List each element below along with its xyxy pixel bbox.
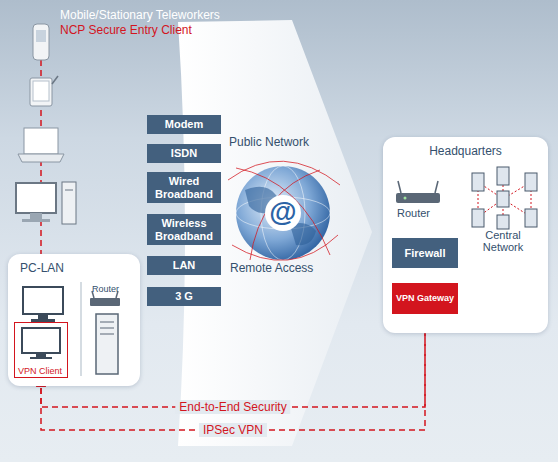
node-text: PC-LAN xyxy=(20,261,128,275)
node-text: Modem xyxy=(150,118,218,131)
pda-icon xyxy=(30,76,58,106)
phone-icon xyxy=(33,24,49,60)
node-text: ISDN xyxy=(150,147,218,160)
node-text: Wired Broadband xyxy=(150,175,218,200)
laptop-icon xyxy=(18,128,64,162)
firewall-box: Firewall xyxy=(392,238,458,268)
product-name: NCP Secure Entry Client xyxy=(60,23,192,37)
pc-icon xyxy=(23,287,63,322)
node-text: 3 G xyxy=(150,290,218,303)
node-text: VPN Gateway xyxy=(395,293,455,303)
access-box: 3 G xyxy=(147,287,221,306)
connector-label: IPSec VPN xyxy=(199,423,267,437)
node-text: Wireless Broadband xyxy=(150,217,218,242)
connector-label: End-to-End Security xyxy=(175,400,290,414)
headquarters-panel: HeadquartersFirewallVPN Gateway xyxy=(383,137,548,333)
access-box: ISDN xyxy=(147,144,221,163)
node-text: Firewall xyxy=(395,247,455,260)
device-label: Router xyxy=(92,284,119,294)
client-pc-icon xyxy=(22,328,60,359)
group-title: Mobile/Stationary Teleworkers xyxy=(60,8,220,22)
device-label: Router xyxy=(397,207,430,219)
network-label: Public Network xyxy=(229,135,309,149)
network-label: Central Network xyxy=(466,229,540,253)
network-label: Remote Access xyxy=(230,261,313,275)
access-box: Wired Broadband xyxy=(147,172,221,203)
access-box: LAN xyxy=(147,256,221,275)
node-text: Headquarters xyxy=(391,144,540,158)
desktop-icon xyxy=(16,182,76,224)
access-box: Wireless Broadband xyxy=(147,214,221,245)
lan-panel: PC-LAN VPN Client xyxy=(8,254,140,386)
router-icon xyxy=(396,181,440,203)
globe xyxy=(228,161,340,260)
node-text: VPN Client xyxy=(18,366,65,376)
access-box: Modem xyxy=(147,115,221,134)
node-text: LAN xyxy=(150,259,218,272)
server-icon xyxy=(96,314,118,374)
globe-symbol: @ xyxy=(269,198,296,226)
vpn-gateway-box: VPN Gateway xyxy=(392,283,458,314)
central-network-icon xyxy=(478,177,531,223)
vpn-client-box: VPN Client xyxy=(14,322,68,378)
server-icons xyxy=(472,167,537,229)
